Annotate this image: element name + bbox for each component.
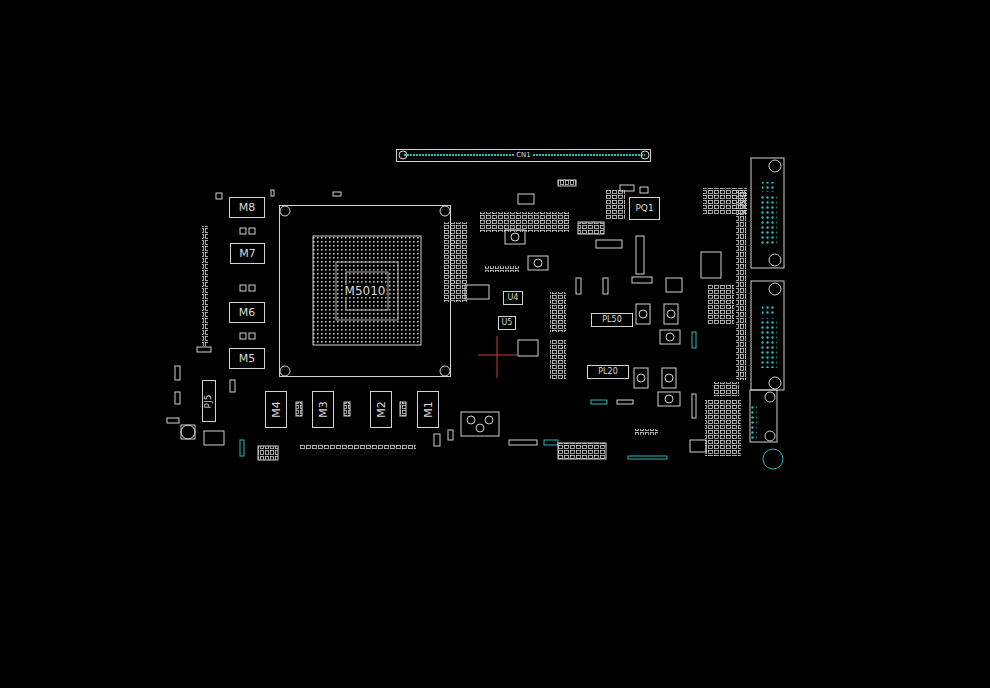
memory-chip: M1 xyxy=(417,391,439,428)
memory-chip: M7 xyxy=(230,243,265,264)
ic-chip: U5 xyxy=(498,316,516,330)
power-inductor: PL50 xyxy=(591,313,633,327)
part-label: PL50 xyxy=(601,316,622,324)
part-label: M5 xyxy=(238,353,257,364)
gpu-package: M5010 xyxy=(279,205,451,377)
memory-chip: M3 xyxy=(312,391,334,428)
part-label: M5010 xyxy=(344,285,387,297)
part-label: U4 xyxy=(507,294,520,302)
memory-chip: M2 xyxy=(370,391,392,428)
part-label: M2 xyxy=(376,400,387,419)
part-label: M3 xyxy=(318,400,329,419)
power-inductor: PL20 xyxy=(587,365,629,379)
part-label: M6 xyxy=(238,307,257,318)
mosfet: PQ1 xyxy=(629,197,660,220)
edge-connector: CN1 xyxy=(396,149,651,162)
part-label: PJ5 xyxy=(205,393,214,409)
part-label: M7 xyxy=(238,248,257,259)
part-label: M8 xyxy=(238,202,257,213)
memory-chip: M8 xyxy=(229,197,265,218)
memory-chip: M6 xyxy=(229,302,265,323)
part-label: PL20 xyxy=(597,368,618,376)
part-label: CN1 xyxy=(515,152,532,159)
part-label: PQ1 xyxy=(634,204,654,213)
memory-chip: M4 xyxy=(265,391,287,428)
part-label: M1 xyxy=(423,400,434,419)
part-label: U5 xyxy=(501,319,514,327)
ic-chip: U4 xyxy=(503,291,523,305)
memory-chip: M5 xyxy=(229,348,265,369)
part-label: M4 xyxy=(271,400,282,419)
jumper: PJ5 xyxy=(202,380,216,422)
